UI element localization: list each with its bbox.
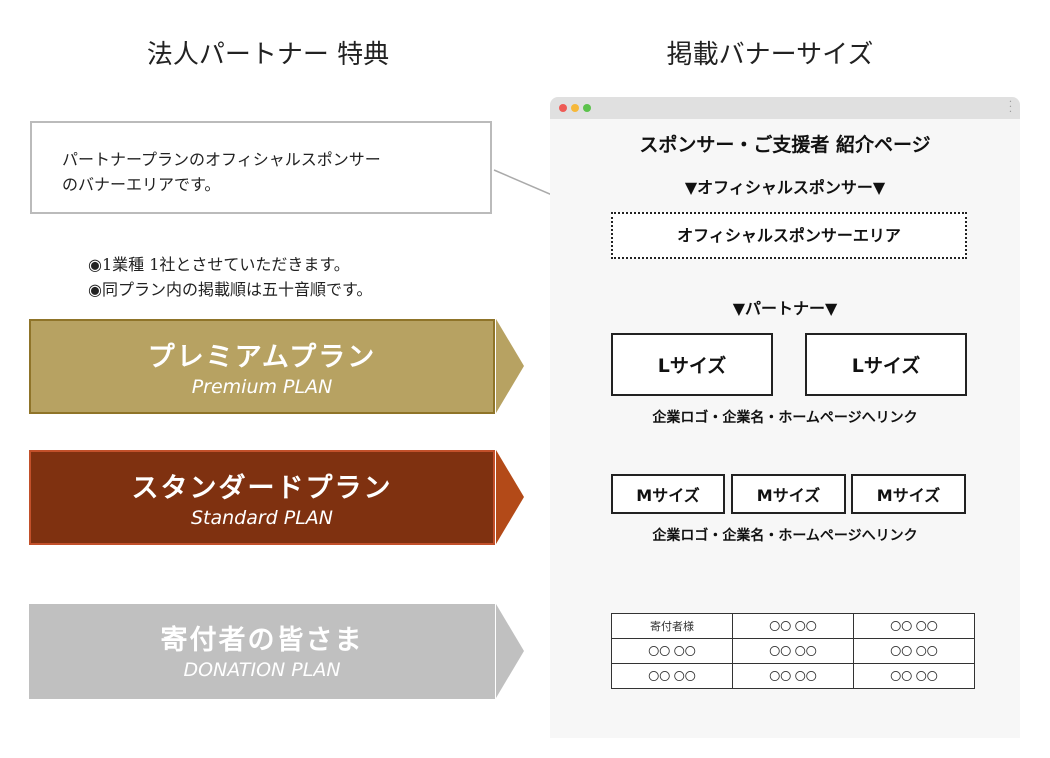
arrow-icon bbox=[496, 450, 524, 544]
browser-mockup: ··· スポンサー・ご支援者 紹介ページ ▼オフィシャルスポンサー▼ オフィシャ… bbox=[550, 97, 1020, 738]
plan-standard: スタンダードプラン Standard PLAN bbox=[29, 450, 495, 545]
plan-subtitle: DONATION PLAN bbox=[183, 659, 341, 681]
table-row: 〇〇 〇〇〇〇 〇〇〇〇 〇〇 bbox=[611, 663, 975, 689]
close-dot-icon bbox=[559, 104, 567, 112]
l-caption: 企業ロゴ・企業名・ホームページへリンク bbox=[652, 410, 918, 426]
m-size-box: Mサイズ bbox=[611, 474, 725, 514]
donor-table: 寄付者様〇〇 〇〇〇〇 〇〇 〇〇 〇〇〇〇 〇〇〇〇 〇〇 〇〇 〇〇〇〇 〇… bbox=[611, 613, 975, 689]
table-cell: 〇〇 〇〇 bbox=[732, 613, 854, 639]
table-cell: 寄付者様 bbox=[611, 613, 733, 639]
arrow-icon bbox=[496, 319, 524, 413]
callout-line: パートナープランのオフィシャルスポンサー bbox=[62, 150, 381, 169]
page-title: スポンサー・ご支援者 紹介ページ bbox=[639, 134, 931, 156]
callout-box: パートナープランのオフィシャルスポンサー のバナーエリアです。 bbox=[30, 121, 492, 214]
arrow-icon bbox=[496, 604, 524, 698]
m-size-box: Mサイズ bbox=[851, 474, 966, 514]
note: ◉同プラン内の掲載順は五十音順です。 bbox=[88, 280, 373, 299]
plan-title: プレミアムプラン bbox=[147, 342, 377, 373]
table-cell: 〇〇 〇〇 bbox=[611, 638, 733, 664]
minimize-dot-icon bbox=[571, 104, 579, 112]
plan-donation: 寄付者の皆さま DONATION PLAN bbox=[29, 604, 495, 699]
table-cell: 〇〇 〇〇 bbox=[732, 663, 854, 689]
plan-title: スタンダードプラン bbox=[131, 473, 393, 504]
callout-line: のバナーエリアです。 bbox=[62, 175, 221, 194]
partner-heading: ▼パートナー▼ bbox=[732, 299, 838, 318]
official-heading: ▼オフィシャルスポンサー▼ bbox=[684, 178, 886, 197]
browser-titlebar: ··· bbox=[550, 97, 1020, 119]
m-caption: 企業ロゴ・企業名・ホームページへリンク bbox=[652, 528, 918, 544]
table-row: 寄付者様〇〇 〇〇〇〇 〇〇 bbox=[611, 613, 975, 639]
plan-subtitle: Standard PLAN bbox=[190, 507, 334, 529]
table-cell: 〇〇 〇〇 bbox=[732, 638, 854, 664]
plan-title: 寄付者の皆さま bbox=[160, 625, 364, 656]
official-area: オフィシャルスポンサーエリア bbox=[611, 212, 967, 259]
table-cell: 〇〇 〇〇 bbox=[853, 663, 975, 689]
table-row: 〇〇 〇〇〇〇 〇〇〇〇 〇〇 bbox=[611, 638, 975, 664]
plan-premium: プレミアムプラン Premium PLAN bbox=[29, 319, 495, 414]
left-heading: 法人パートナー 特典 bbox=[146, 40, 390, 70]
table-cell: 〇〇 〇〇 bbox=[853, 613, 975, 639]
l-size-box: Lサイズ bbox=[611, 333, 773, 396]
menu-kebab-icon: ··· bbox=[1008, 97, 1012, 118]
l-size-box: Lサイズ bbox=[805, 333, 967, 396]
table-cell: 〇〇 〇〇 bbox=[611, 663, 733, 689]
m-size-box: Mサイズ bbox=[731, 474, 846, 514]
plan-subtitle: Premium PLAN bbox=[191, 376, 333, 398]
table-cell: 〇〇 〇〇 bbox=[853, 638, 975, 664]
right-heading: 掲載バナーサイズ bbox=[666, 40, 874, 70]
note: ◉1業種 1社とさせていただきます。 bbox=[88, 255, 350, 274]
maximize-dot-icon bbox=[583, 104, 591, 112]
